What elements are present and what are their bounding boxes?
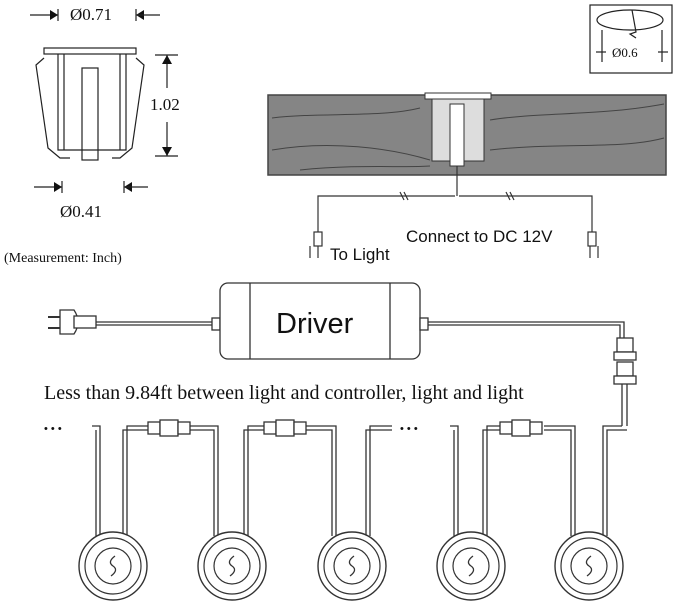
to-light-label: To Light xyxy=(330,245,390,264)
light-dimension-drawing xyxy=(30,9,178,193)
light-chain xyxy=(92,419,627,536)
deck-light-5 xyxy=(554,531,624,601)
light-stem xyxy=(81,67,99,161)
ellipsis-left: • • • xyxy=(44,423,62,435)
hole-diameter-label: Ø0.6 xyxy=(612,45,638,60)
deck-light-3 xyxy=(317,531,387,601)
deck-light-4 xyxy=(436,531,506,601)
height-label: 1.02 xyxy=(150,95,180,114)
connector-3 xyxy=(499,419,543,437)
connector-1 xyxy=(147,419,191,437)
deck-light-2 xyxy=(197,531,267,601)
connect-dc-label: Connect to DC 12V xyxy=(406,227,553,246)
top-diameter-label: Ø0.71 xyxy=(70,5,112,24)
measurement-note: (Measurement: Inch) xyxy=(4,251,122,266)
distance-note: Less than 9.84ft between light and contr… xyxy=(44,382,524,404)
deck-lights xyxy=(78,531,624,601)
light-wave-icon xyxy=(228,555,236,577)
wood-install-view xyxy=(267,92,667,258)
light-wave-icon xyxy=(585,555,593,577)
driver-label: Driver xyxy=(276,308,354,340)
hole-diameter-inset xyxy=(589,4,673,74)
light-wave-icon xyxy=(467,555,475,577)
light-flange xyxy=(43,47,137,55)
light-wave-icon xyxy=(348,555,356,577)
driver-assembly xyxy=(48,282,637,426)
ellipsis-middle: • • • xyxy=(400,423,418,435)
light-wave-icon xyxy=(109,555,117,577)
deck-light-1 xyxy=(78,531,148,601)
connector-2 xyxy=(263,419,307,437)
bottom-diameter-label: Ø0.41 xyxy=(60,202,102,221)
